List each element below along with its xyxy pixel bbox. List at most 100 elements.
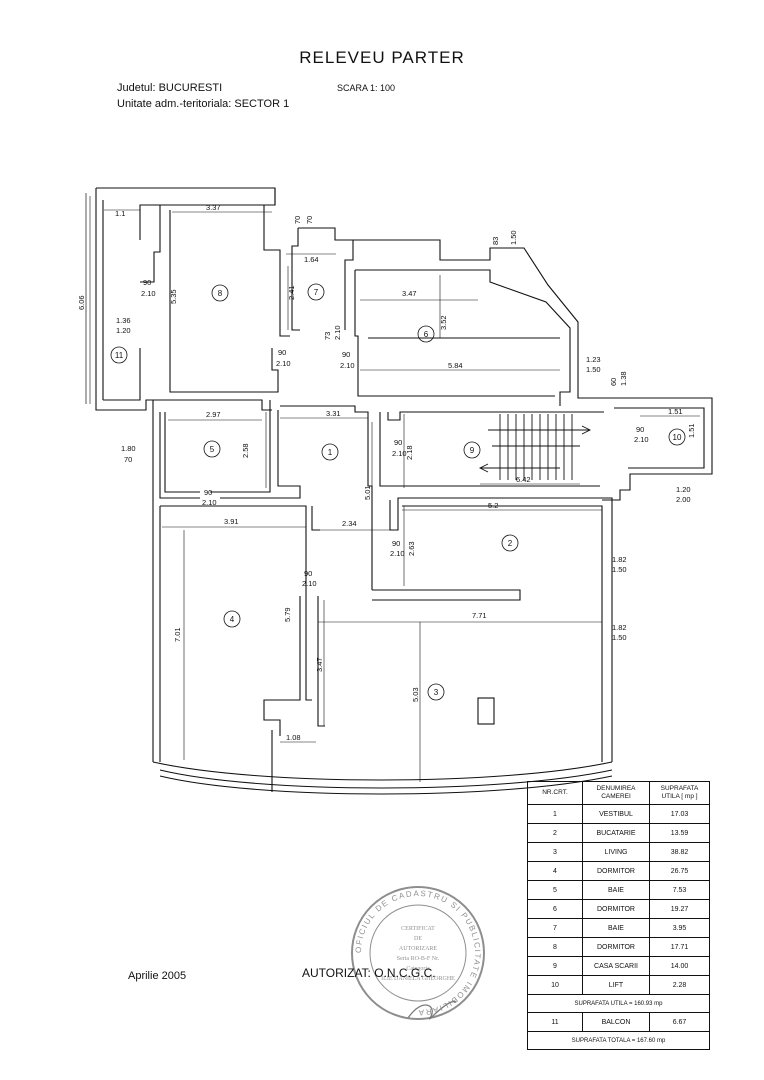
dim-label: 1.1 [115,209,125,218]
dimension-lines [89,196,700,782]
dim-label: 2.10 [302,579,317,588]
dim-label: 3.91 [224,517,239,526]
room-5: 5 [203,440,221,458]
stamp-line: AUTORIZARE [399,946,438,952]
dim-label: 73 [323,332,332,340]
dim-label: 90 [204,488,212,497]
admin-unit-label: Unitate adm.-teritoriala: SECTOR 1 [117,98,290,110]
dim-label: 1.80 [121,444,136,453]
dim-label: 2.58 [241,443,250,458]
col-header-area: SUPRAFATA UTILA [ mp ] [649,781,710,805]
dim-label: 2.34 [342,519,357,528]
room-2: 2 [501,534,519,552]
signature [407,1001,457,1020]
stamp-line: Seria RO-B-F Nr. [397,956,440,962]
dim-label: 3.47 [315,657,324,672]
dim-label: 90 [392,539,400,548]
dim-label: 5.01 [363,485,372,500]
dim-label: 1.20 [676,485,691,494]
dim-label: 2.10 [392,449,407,458]
room-10: 10 [668,428,686,446]
dim-label: 90 [394,438,402,447]
dim-label: 1.20 [116,326,131,335]
dim-label: 1.82 [612,555,627,564]
svg-text:OFICIUL DE CADASTRU SI PUBLICI: OFICIUL DE CADASTRU SI PUBLICITATE IMOBI… [354,889,482,1017]
room-11: 11 [110,346,128,364]
col-header-nr: NR.CRT. [527,781,583,805]
dim-label: 5.79 [283,607,292,622]
dim-label: 6.06 [77,295,86,310]
room-6: 6 [417,325,435,343]
county-label: Judetul: BUCURESTI [117,82,223,94]
room-1: 1 [321,443,339,461]
subtotal-row: SUPRAFATA UTILA = 160.93 mp [527,994,710,1013]
svg-text:8: 8 [218,289,223,298]
dim-label: 70 [124,455,132,464]
dim-label: 90 [636,425,644,434]
dim-label: 2.10 [390,549,405,558]
dim-label: 90 [143,278,151,287]
dim-label: 70 [293,216,302,224]
dim-label: 6.42 [516,475,531,484]
svg-text:1: 1 [328,448,333,457]
dim-label: 90 [342,350,350,359]
dim-label: 1.50 [612,633,627,642]
dim-label: 3.47 [402,289,417,298]
svg-text:4: 4 [230,615,235,624]
dim-label: 1.51 [687,423,696,438]
dim-label: 1.64 [304,255,319,264]
dim-label: 2.10 [141,289,156,298]
dim-label: 1.23 [586,355,601,364]
dim-label: 1.08 [286,733,301,742]
dim-label: 2.10 [634,435,649,444]
dim-label: 7.71 [472,611,487,620]
dim-label: 2.00 [676,495,691,504]
dim-label: 2.10 [333,325,342,340]
dim-label: 2.63 [407,541,416,556]
table-header-row: NR.CRT. DENUMIREA CAMEREI SUPRAFATA UTIL… [527,781,710,805]
dim-label: 2.41 [287,285,296,300]
svg-text:11: 11 [115,351,124,360]
walls [85,187,713,795]
dim-label: 1.82 [612,623,627,632]
dim-label: 1.51 [668,407,683,416]
dim-label: 2.10 [202,498,217,507]
staircase [478,414,592,480]
dim-label: 90 [278,348,286,357]
stamp-line: DE [414,936,422,942]
col-header-name: DENUMIREA CAMEREI [582,781,650,805]
authorization-label: AUTORIZAT: O.N.C.G.C. [302,966,436,980]
dim-label: 90 [304,569,312,578]
dim-label: 5.84 [448,361,463,370]
dim-label: 2.97 [206,410,221,419]
room-8: 8 [211,284,229,302]
svg-text:10: 10 [673,433,682,442]
plan-date: Aprilie 2005 [128,970,187,982]
dim-label: 60 [609,378,618,386]
svg-text:7: 7 [314,288,319,297]
authorization-stamp: OFICIUL DE CADASTRU SI PUBLICITATE IMOBI… [351,886,485,1020]
stamp-line: CERTIFICAT [401,926,435,932]
svg-text:9: 9 [470,446,475,455]
room-markers: 1 2 3 4 5 6 7 8 9 10 11 [110,283,686,701]
dim-label: 2.10 [340,361,355,370]
total-row: SUPRAFATA TOTALA = 167.60 mp [527,1031,710,1050]
room-9: 9 [463,441,481,459]
dim-label: 5.2 [488,501,498,510]
dim-label: 7.01 [173,627,182,642]
dim-label: 1.50 [509,230,518,245]
stamp-ring-text: OFICIUL DE CADASTRU SI PUBLICITATE IMOBI… [354,889,481,1017]
dim-label: 5.35 [169,289,178,304]
dim-label: 3.37 [206,203,221,212]
